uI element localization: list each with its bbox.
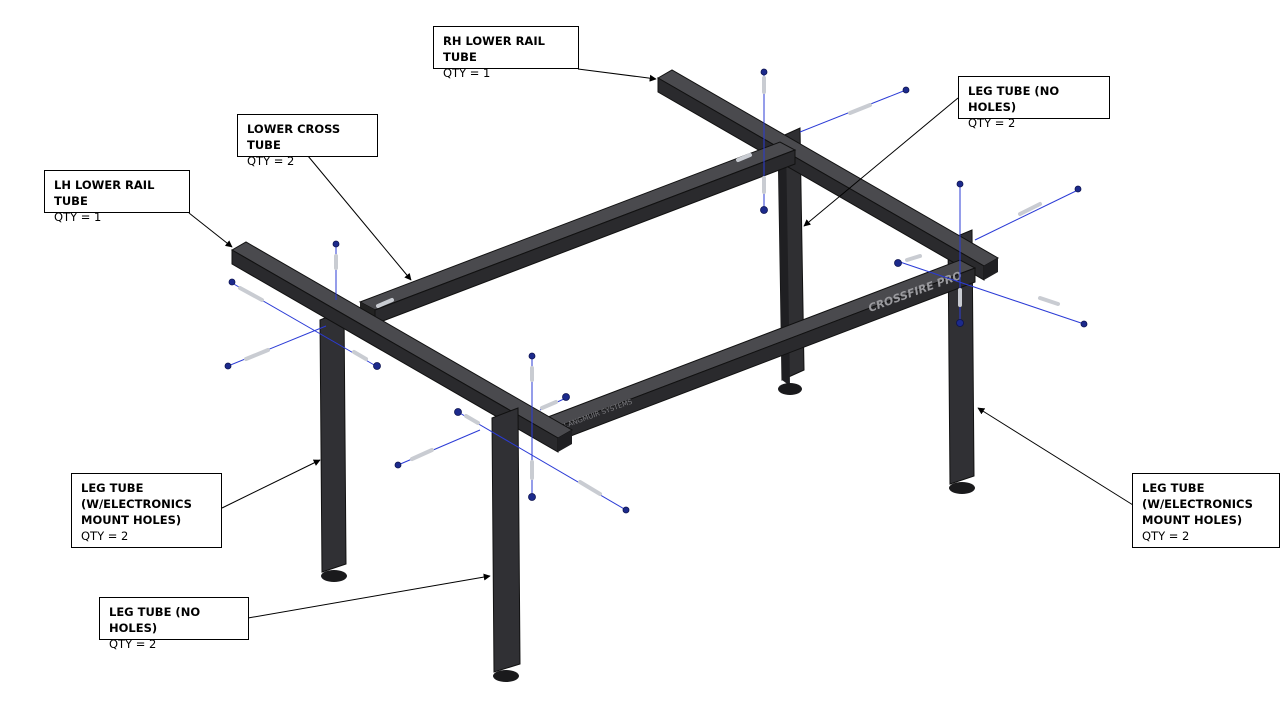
callout-leg-tube-electronics-right: LEG TUBE (W/ELECTRONICS MOUNT HOLES) QTY… bbox=[1132, 473, 1280, 548]
hardware-bolts bbox=[224, 68, 1088, 514]
callout-title: LH LOWER RAIL TUBE bbox=[54, 178, 155, 208]
callout-title: RH LOWER RAIL TUBE bbox=[443, 34, 545, 64]
callout-qty: QTY = 2 bbox=[81, 529, 129, 543]
callout-qty: QTY = 1 bbox=[443, 66, 491, 80]
rh-lower-rail-tube bbox=[656, 69, 1000, 281]
callout-title: LEG TUBE (W/ELECTRONICS MOUNT HOLES) bbox=[81, 481, 192, 527]
callout-title: LEG TUBE (W/ELECTRONICS MOUNT HOLES) bbox=[1142, 481, 1253, 527]
lower-cross-tube-back bbox=[358, 141, 797, 325]
callout-lower-cross-tube: LOWER CROSS TUBE QTY = 2 bbox=[237, 114, 378, 168]
callout-leg-tube-no-holes-front: LEG TUBE (NO HOLES) QTY = 2 bbox=[99, 597, 249, 651]
callout-qty: QTY = 2 bbox=[968, 116, 1016, 130]
lower-cross-tube-front: CROSSFIRE PRO LANGMUIR SYSTEMS bbox=[538, 259, 977, 443]
callout-leg-tube-no-holes-back: LEG TUBE (NO HOLES) QTY = 2 bbox=[958, 76, 1110, 130]
leg-tube-front-center bbox=[491, 407, 521, 682]
callout-leg-tube-electronics-left: LEG TUBE (W/ELECTRONICS MOUNT HOLES) QTY… bbox=[71, 473, 222, 548]
callout-title: LOWER CROSS TUBE bbox=[247, 122, 341, 152]
callout-title: LEG TUBE (NO HOLES) bbox=[109, 605, 201, 635]
callout-rh-lower-rail-tube: RH LOWER RAIL TUBE QTY = 1 bbox=[433, 26, 579, 80]
callout-qty: QTY = 2 bbox=[1142, 529, 1190, 543]
lh-lower-rail-tube bbox=[230, 241, 574, 453]
callout-leader-lines bbox=[188, 68, 1134, 619]
leg-tube-back-right bbox=[777, 127, 805, 395]
leg-tube-right-front bbox=[947, 229, 975, 494]
callout-title: LEG TUBE (NO HOLES) bbox=[968, 84, 1060, 114]
callout-qty: QTY = 1 bbox=[54, 210, 102, 224]
callout-lh-lower-rail-tube: LH LOWER RAIL TUBE QTY = 1 bbox=[44, 170, 190, 224]
leg-tube-front-left bbox=[319, 309, 347, 582]
callout-qty: QTY = 2 bbox=[109, 637, 157, 651]
callout-qty: QTY = 2 bbox=[247, 154, 295, 168]
